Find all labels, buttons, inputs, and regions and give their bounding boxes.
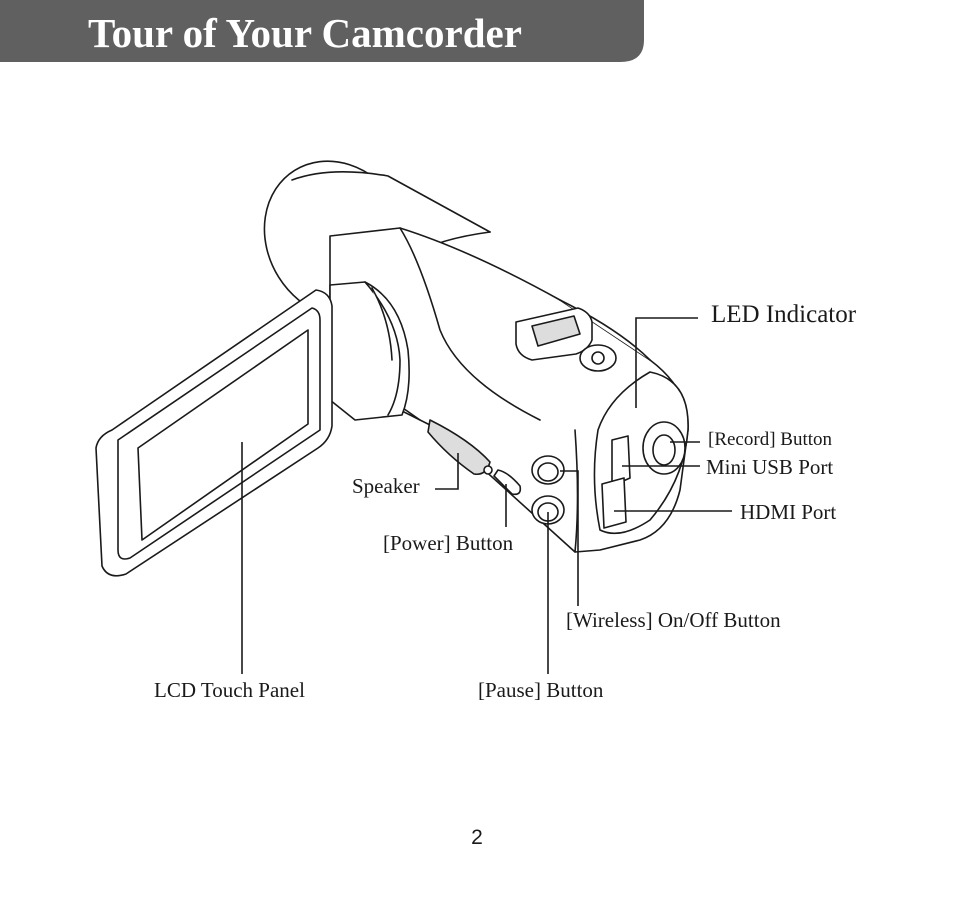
label-wireless-button: [Wireless] On/Off Button [566,608,781,632]
page-number: 2 [471,826,483,849]
lcd-screen [137,329,309,541]
snapshot-button-icon [579,344,617,372]
label-led-indicator: LED Indicator [711,301,857,328]
leader-speaker [435,453,459,490]
label-pause-button: [Pause] Button [478,678,604,702]
label-speaker: Speaker [352,474,420,498]
zoom-lever [515,307,593,361]
label-mini-usb-port: Mini USB Port [706,455,834,479]
wireless-button-icon [531,455,565,485]
speaker-grille [427,419,493,476]
mini-usb-port-icon [611,435,631,487]
lcd-panel [95,289,333,577]
label-power-button: [Power] Button [383,531,514,555]
front-face [593,371,689,535]
header-bar [0,0,644,62]
label-hdmi-port: HDMI Port [740,500,837,524]
label-record-button: [Record] Button [708,429,833,450]
power-button-icon [493,469,522,496]
leader-led-indicator [635,317,698,408]
page-title: Tour of Your Camcorder [88,10,522,56]
section-header: Tour of Your Camcorder [0,0,644,62]
label-lcd-touch-panel: LCD Touch Panel [154,678,305,702]
record-button-icon [642,421,686,475]
hdmi-port-icon [601,477,627,529]
leader-wireless-button [560,470,579,606]
lcd-hinge [329,281,410,421]
